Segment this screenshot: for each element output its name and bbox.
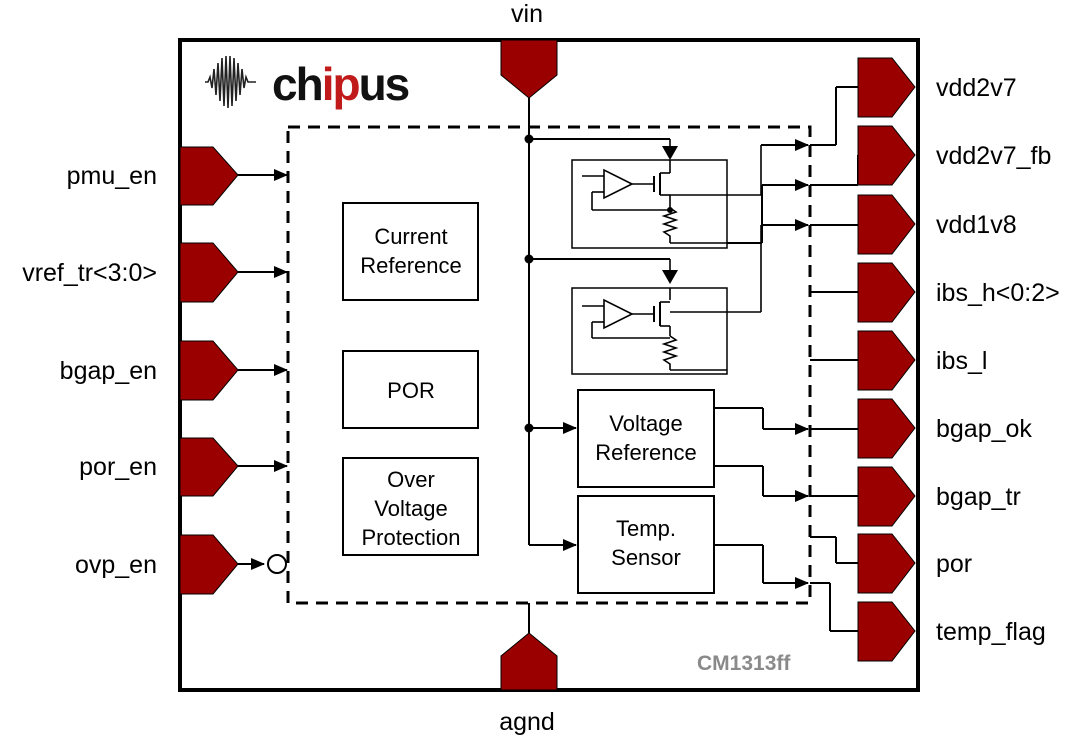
pin-vdd2v7-fb — [857, 125, 916, 186]
voltage-reference-line2: Reference — [595, 440, 697, 465]
right-pin-bgap-ok: bgap_ok — [857, 398, 1032, 459]
temp-sensor-line1: Temp. — [616, 516, 676, 541]
pin-bgap-tr — [857, 466, 916, 527]
pin-label-bgap-ok: bgap_ok — [936, 415, 1032, 443]
pin-label-agnd: agnd — [499, 708, 555, 736]
pmu-region — [286, 125, 812, 605]
por-label: POR — [387, 378, 435, 403]
logo-text-a: ch — [272, 58, 322, 110]
left-pin-pmu-en: pmu_en — [67, 146, 288, 206]
current-reference-line1: Current — [374, 224, 447, 249]
pin-label-ibs-h: ibs_h<0:2> — [936, 279, 1060, 307]
junction-dot — [524, 134, 534, 144]
pin-label-vin: vin — [511, 0, 543, 28]
ovp-line2: Voltage — [374, 496, 447, 521]
pin-label-vref-tr: vref_tr<3:0> — [22, 259, 157, 287]
right-pin-ibs-h: ibs_h<0:2> — [857, 262, 1060, 323]
voltage-reference-line1: Voltage — [609, 411, 682, 436]
pin-ibs-h — [857, 262, 916, 323]
current-reference-line2: Reference — [360, 253, 462, 278]
pin-label-ibs-l: ibs_l — [936, 347, 987, 375]
junction-dot — [524, 254, 534, 264]
chip-outline — [178, 38, 920, 692]
right-pin-vdd1v8: vdd1v8 — [857, 194, 1017, 255]
right-pin-temp-flag: temp_flag — [857, 601, 1046, 662]
pin-pmu-en — [179, 146, 239, 206]
inversion-bubble — [267, 554, 287, 574]
logo-text-c: us — [359, 58, 409, 110]
temp-sensor-line2: Sensor — [611, 545, 681, 570]
right-pin-vdd2v7: vdd2v7 — [857, 57, 1017, 118]
pin-ibs-l — [857, 330, 916, 391]
ovp-line3: Protection — [361, 525, 460, 550]
ldo-regulator-1 — [571, 139, 762, 249]
pin-vdd1v8 — [857, 194, 916, 255]
left-pin-vref-tr: vref_tr<3:0> — [22, 242, 288, 303]
pin-label-pmu-en: pmu_en — [67, 162, 157, 190]
pin-label-bgap-tr: bgap_tr — [936, 483, 1021, 511]
logo-text-b: ip — [322, 58, 360, 110]
left-pin-ovp-en: ovp_en — [75, 534, 287, 595]
pin-bgap-ok — [857, 398, 916, 459]
pin-label-vdd1v8: vdd1v8 — [936, 211, 1017, 239]
voltage-reference-block: Voltage Reference — [577, 389, 715, 488]
right-pin-vdd2v7-fb: vdd2v7_fb — [857, 125, 1051, 186]
right-pin-ibs-l: ibs_l — [857, 330, 987, 391]
svg-text:chipus: chipus — [272, 58, 409, 110]
pin-por-en — [179, 437, 239, 497]
pin-label-por: por — [936, 550, 972, 578]
pin-ovp-en — [179, 534, 239, 595]
pin-por — [857, 533, 916, 594]
right-pin-por: por — [857, 533, 972, 594]
por-block: POR — [342, 350, 479, 429]
pin-label-ovp-en: ovp_en — [75, 551, 157, 579]
pin-label-temp-flag: temp_flag — [936, 618, 1046, 646]
pin-temp-flag — [857, 601, 916, 662]
logo-waveform-icon — [205, 55, 256, 109]
ovp-line1: Over — [387, 467, 435, 492]
temp-sensor-block: Temp. Sensor — [577, 495, 715, 594]
pin-label-bgap-en: bgap_en — [60, 357, 157, 385]
pin-agnd — [500, 632, 558, 691]
pin-label-vdd2v7-fb: vdd2v7_fb — [936, 142, 1051, 170]
pin-vref-tr — [179, 242, 239, 303]
ldo1-node-dot — [667, 207, 673, 213]
left-pin-por-en: por_en — [79, 437, 288, 497]
pin-label-vdd2v7: vdd2v7 — [936, 74, 1017, 102]
right-pin-bgap-tr: bgap_tr — [857, 466, 1021, 527]
ovp-block: Over Voltage Protection — [342, 457, 479, 556]
pin-bgap-en — [179, 340, 239, 401]
vin-bus — [528, 98, 670, 551]
left-pin-bgap-en: bgap_en — [60, 340, 288, 401]
junction-dot — [524, 423, 534, 433]
chipus-logo: chipus — [205, 55, 411, 110]
pin-label-por-en: por_en — [79, 453, 157, 481]
pin-vdd2v7 — [857, 57, 916, 118]
current-reference-block: Current Reference — [342, 202, 479, 301]
part-number: CM1313ff — [697, 652, 791, 675]
pin-vin — [500, 39, 558, 99]
external-output-wires — [810, 86, 859, 632]
internal-output-wires — [714, 139, 809, 589]
